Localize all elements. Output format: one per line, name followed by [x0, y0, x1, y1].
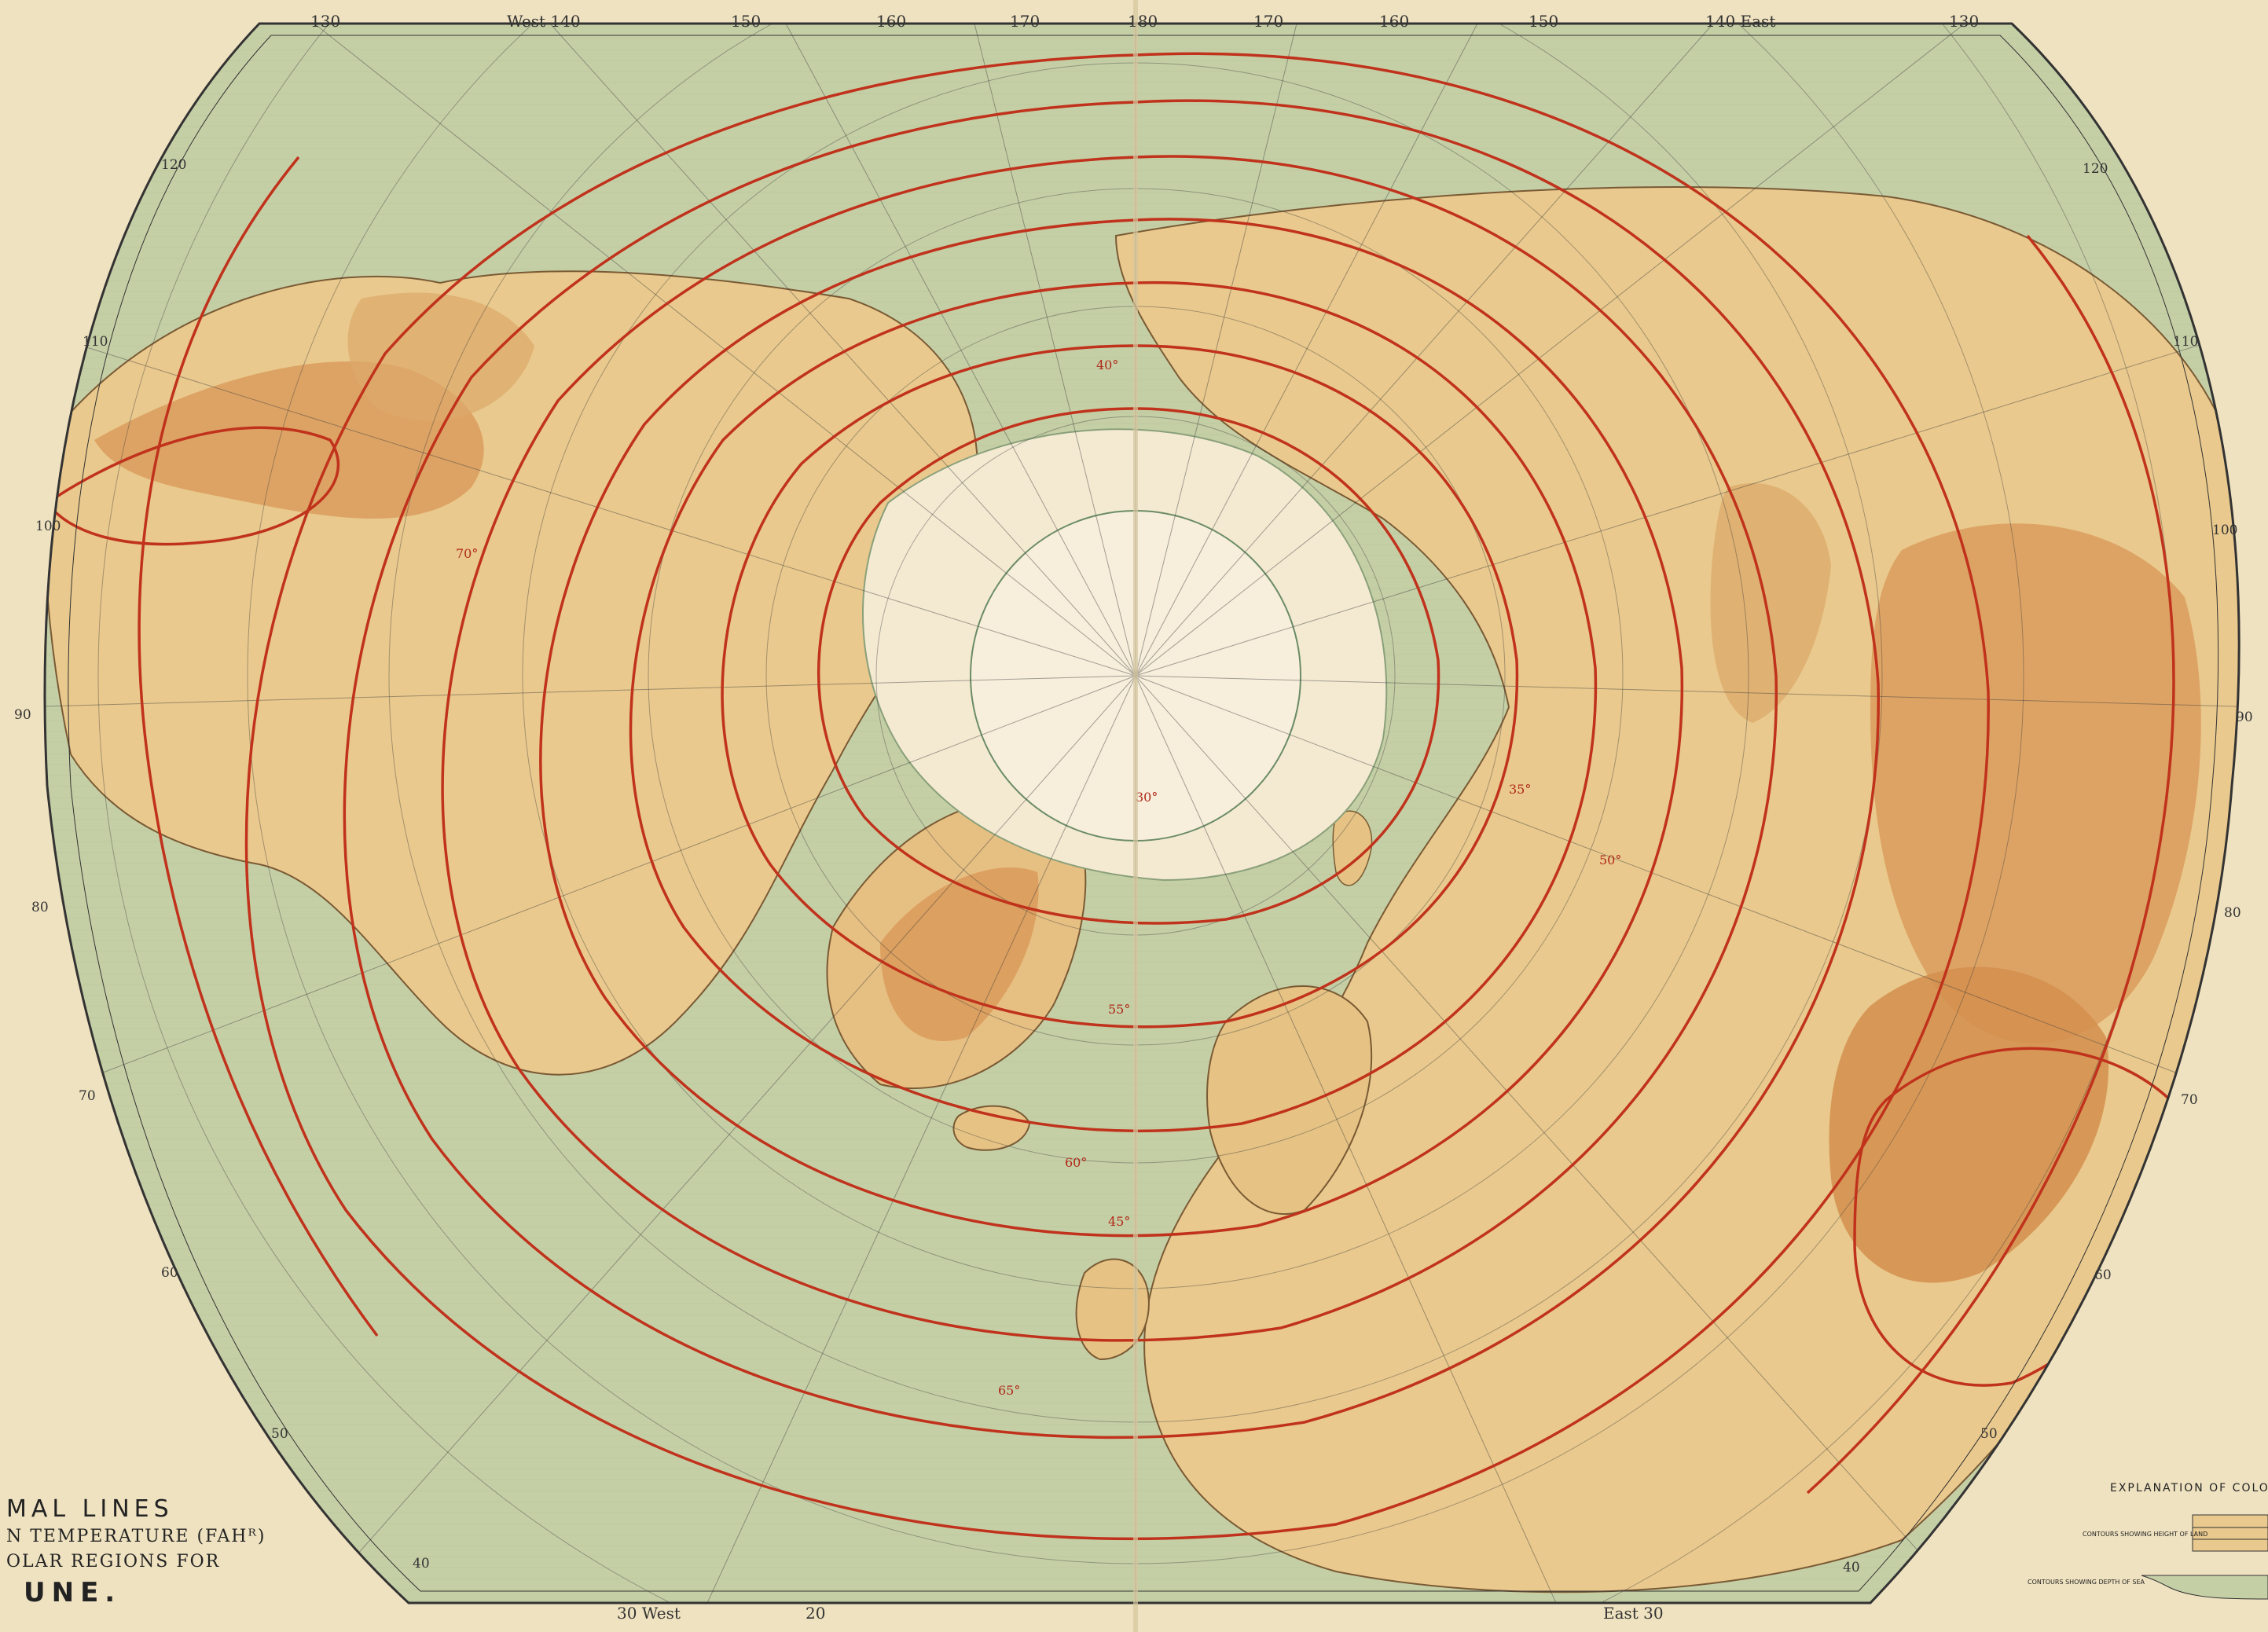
- meridian-line: [1135, 24, 1297, 677]
- map-title-line-3: OLAR REGIONS FOR: [6, 1552, 220, 1571]
- longitude-label: 170: [1253, 12, 1283, 31]
- meridian-line: [706, 675, 1136, 1603]
- longitude-label: 120: [2083, 161, 2108, 177]
- longitude-label: 180: [1128, 12, 1158, 31]
- longitude-label: 100: [35, 519, 61, 534]
- longitude-label: 130: [310, 12, 340, 31]
- meridian-line: [1135, 675, 2240, 708]
- map-inner-border: [68, 35, 2219, 1592]
- longitude-label: 160: [876, 12, 906, 31]
- longitude-label: 80: [2224, 905, 2241, 921]
- legend-land-label: CONTOURS SHOWING HEIGHT OF LAND: [2083, 1531, 2207, 1538]
- longitude-label: 70: [79, 1088, 96, 1104]
- meridian-line: [549, 24, 1136, 677]
- meridian-line: [45, 329, 1136, 677]
- landmass-novaya-zemlya: [1332, 810, 1373, 886]
- highland-central-asia: [1870, 523, 2201, 1043]
- longitude-label: 40: [1843, 1560, 1860, 1575]
- longitude-label: 140 East: [1705, 12, 1775, 31]
- isotherm-lines: [45, 52, 2187, 1541]
- isotherm-label: 30°: [1136, 790, 1158, 805]
- isotherm-60: [244, 52, 1990, 1541]
- longitude-label: 150: [731, 12, 761, 31]
- longitude-label: 50: [271, 1426, 288, 1442]
- longitude-label: 50: [1980, 1426, 1998, 1442]
- legend-sea-swatch: [2141, 1575, 2268, 1600]
- isotherm-40: [629, 281, 1598, 1132]
- longitude-label: 110: [83, 334, 108, 350]
- meridian-line: [1135, 24, 1965, 677]
- longitude-label: 30 West: [617, 1604, 681, 1623]
- left-longitude-labels: 120 110 100 90 80 70 60 50 40: [14, 157, 430, 1571]
- longitude-label: 90: [14, 707, 31, 723]
- longitude-label: 110: [2173, 334, 2198, 350]
- isotherm-label: 60°: [1065, 1155, 1087, 1170]
- longitude-label: 100: [2212, 523, 2237, 538]
- map-title-line-2: N TEMPERATURE (FAHᴿ): [6, 1527, 266, 1546]
- isotherm-50: [441, 155, 1778, 1342]
- meridian-line: [1135, 675, 2240, 1101]
- landmass-british-isles: [1075, 1258, 1150, 1361]
- longitude-label: 150: [1529, 12, 1558, 31]
- longitude-label: 160: [1379, 12, 1409, 31]
- map-title-line-1: MAL LINES: [6, 1495, 174, 1523]
- isotherm-65-west: [45, 426, 340, 546]
- isotherm-35: [721, 344, 1519, 1029]
- legend-sea-label: CONTOURS SHOWING DEPTH OF SEA: [2028, 1579, 2145, 1586]
- map-border: [43, 22, 2240, 1604]
- meridian-line: [1135, 675, 1965, 1603]
- longitude-label: East 30: [1603, 1604, 1664, 1623]
- isotherm-70: [138, 156, 379, 1337]
- longitude-label: 120: [161, 157, 186, 173]
- highland-western-cordillera: [347, 292, 534, 421]
- isotherm-label: 70°: [456, 546, 478, 561]
- highland-greenland: [880, 867, 1039, 1041]
- meridian-line: [45, 675, 1136, 1101]
- isotherm-45: [539, 218, 1684, 1238]
- map-title-line-4: UNE.: [24, 1577, 121, 1608]
- longitude-label: 60: [2094, 1267, 2112, 1283]
- bottom-longitude-labels: 30 West 20 East 30: [617, 1604, 1664, 1623]
- meridian-line: [1135, 329, 2240, 677]
- meridian-line: [314, 675, 1136, 1603]
- isotherm-30: [817, 407, 1440, 925]
- isotherm-65: [1806, 234, 2175, 1494]
- isotherm-label: 35°: [1509, 782, 1531, 797]
- longitude-label: 80: [31, 900, 49, 915]
- longitude-label: 70: [2181, 1092, 2198, 1108]
- isotherm-label: 40°: [1096, 358, 1118, 372]
- highland-himalaya: [1829, 966, 2109, 1283]
- landmass-scandinavia: [1206, 985, 1373, 1215]
- longitude-label: 130: [1949, 12, 1979, 31]
- legend: EXPLANATION OF COLOURS CONTOURS SHOWING …: [2028, 1482, 2268, 1600]
- isotherm-label: 50°: [1599, 853, 1621, 867]
- longitude-label: 40: [413, 1556, 430, 1571]
- isotherm-label: 45°: [1108, 1214, 1130, 1229]
- right-longitude-labels: 120 110 100 90 80 70 60 50 40: [1843, 161, 2253, 1575]
- longitude-label: 90: [2236, 710, 2253, 725]
- isotherm-label: 65°: [998, 1383, 1020, 1398]
- longitude-label: 170: [1010, 12, 1040, 31]
- meridian-line: [1135, 24, 1714, 677]
- isotherm-label: 55°: [1108, 1002, 1130, 1017]
- meridian-line: [1135, 675, 1557, 1603]
- meridian-line: [785, 24, 1136, 677]
- longitude-label: West 140: [507, 12, 581, 31]
- longitude-label: 20: [806, 1604, 825, 1623]
- map-title-block: MAL LINES N TEMPERATURE (FAHᴿ) OLAR REGI…: [6, 1495, 266, 1608]
- isotherm-55: [343, 99, 1880, 1439]
- longitude-label: 60: [161, 1265, 178, 1281]
- legend-land-swatch: [2192, 1514, 2268, 1552]
- legend-title: EXPLANATION OF COLOURS: [2110, 1482, 2268, 1494]
- top-longitude-labels: 130 West 140 150 160 170 180 170 160 150…: [310, 12, 1979, 31]
- landmass-iceland: [952, 1105, 1031, 1151]
- highland-urals: [1710, 482, 1831, 723]
- meridian-line: [45, 675, 1136, 708]
